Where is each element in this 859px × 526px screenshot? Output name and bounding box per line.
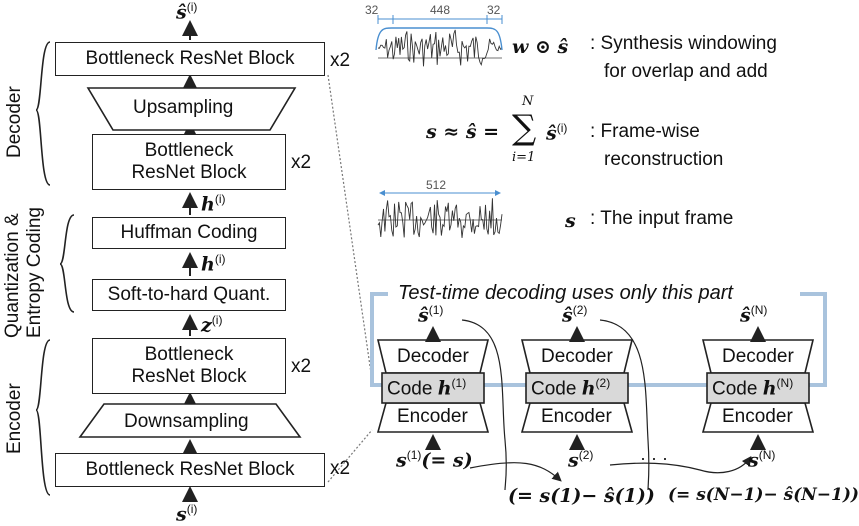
unitN-code-label: Code h(N) — [712, 376, 794, 400]
unit1-encoder-label: Encoder — [397, 406, 468, 427]
downsampling-label: Downsampling — [124, 411, 249, 432]
unit1-decoder-label: Decoder — [397, 346, 469, 367]
window-description: : Synthesis windowing for overlap and ad… — [590, 33, 777, 82]
unitN-input: s(N) — [748, 448, 776, 472]
residual-last: (= s(N−1)− ŝ(N−1)) — [668, 485, 859, 505]
downsampling-shape — [78, 403, 302, 438]
unit1-code-label: Code h(1) — [387, 376, 467, 400]
unitN-decoder-label: Decoder — [722, 346, 794, 367]
soft-to-hard-quant-block: Soft-to-hard Quant. — [92, 279, 286, 311]
h-label-lower: h(i) — [201, 252, 226, 276]
sum-upper-limit: N — [522, 94, 534, 109]
unitN-output: ŝ(N) — [740, 303, 768, 327]
residual-first: (= s(1)− ŝ(1)) — [508, 485, 655, 507]
top-waveform — [375, 15, 503, 67]
ellipsis: · · · — [640, 448, 668, 468]
output-frame-label: ŝ(i) — [176, 0, 198, 24]
decoder-resnet-mult: x2 — [291, 152, 312, 173]
unit2-code-label: Code h(2) — [531, 376, 611, 400]
decoder-bottleneck-mult: x2 — [330, 50, 351, 71]
h-label-upper: h(i) — [201, 192, 226, 216]
overlap-left-value: 32 — [365, 3, 379, 17]
overlap-right-value: 32 — [487, 3, 501, 17]
recon-equation-lhs: s ≈ ŝ = — [426, 121, 500, 143]
group-encoder-label: Encoder — [4, 383, 25, 454]
sum-lower-limit: i=1 — [512, 150, 536, 165]
input-frame-label: s(i) — [176, 502, 198, 526]
window-equation: w ⊙ ŝ — [512, 36, 569, 58]
encoder-bottleneck-mult: x2 — [330, 458, 351, 479]
unit2-encoder-label: Encoder — [541, 406, 612, 427]
decoder-bottleneck-block: Bottleneck ResNet Block — [55, 42, 325, 76]
input-description: : The input frame — [590, 208, 734, 229]
bottom-waveform — [377, 190, 503, 238]
encoder-bottleneck-block: Bottleneck ResNet Block — [55, 453, 325, 487]
unit2-decoder-label: Decoder — [541, 346, 613, 367]
unit1-input: s(1)(= s) — [396, 448, 473, 472]
frame-core-length: 448 — [430, 3, 451, 17]
test-time-caption: Test-time decoding uses only this part — [394, 282, 737, 305]
test-units — [376, 339, 815, 433]
unit1-output: ŝ(1) — [418, 303, 444, 327]
upsampling-label: Upsampling — [133, 97, 234, 118]
input-symbol: s — [565, 210, 576, 232]
unitN-encoder-label: Encoder — [722, 406, 793, 427]
frame-length: 512 — [426, 178, 447, 192]
huffman-coding-block: Huffman Coding — [92, 217, 286, 249]
unit2-input: s(2) — [568, 448, 594, 472]
z-label: z(i) — [201, 313, 223, 337]
group-braces — [35, 41, 75, 496]
sum-symbol: ∑ — [512, 108, 537, 148]
recon-term: ŝ(i) — [546, 121, 568, 145]
group-decoder-label: Decoder — [4, 86, 25, 158]
recon-description: : Frame-wise reconstruction — [590, 121, 724, 170]
group-quant-label: Quantization &Entropy Coding — [2, 207, 45, 338]
diagram-graphics — [35, 15, 827, 502]
upsampling-shape — [86, 87, 297, 131]
unit2-output: ŝ(2) — [562, 303, 588, 327]
encoder-resnet-mult: x2 — [291, 356, 312, 377]
